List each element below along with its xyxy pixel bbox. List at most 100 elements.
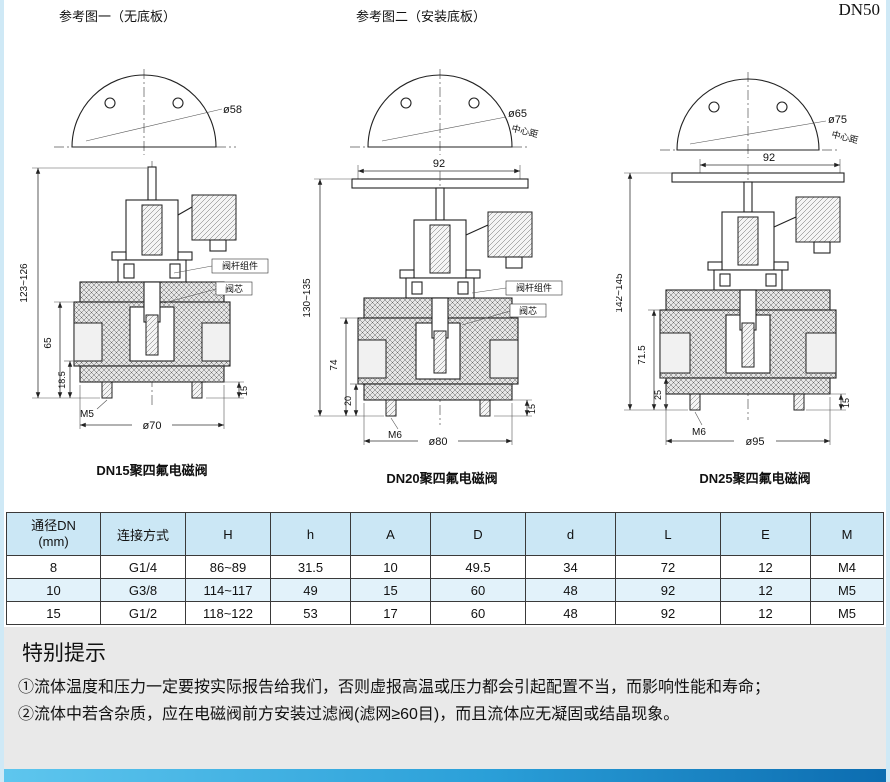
dim-overall-height: 142~145: [616, 273, 625, 313]
ref-figure-2-label: 参考图二（安装底板）: [356, 9, 487, 24]
spec-cell: 48: [525, 578, 616, 602]
notice-item-2: ②流体中若含杂质，应在电磁阀前方安装过滤阀(滤网≥60目)，而且流体应无凝固或结…: [18, 706, 680, 723]
spec-cell: 118~122: [185, 601, 271, 625]
spec-cell: 12: [720, 578, 811, 602]
mounting-stud-left: [385, 399, 397, 417]
dim-overall-height: 130~135: [302, 278, 313, 318]
spec-cell: G1/4: [100, 555, 186, 579]
valve-caption: DN25聚四氟电磁阀: [699, 471, 810, 486]
spec-cell: 12: [720, 555, 811, 579]
mounting-stud-right: [479, 399, 491, 417]
side-port-left: [659, 332, 691, 374]
side-port-left: [357, 339, 387, 379]
flange-top-view: ø65 中心距: [350, 69, 539, 155]
thread-label: M5: [80, 409, 94, 420]
spec-cell: 92: [615, 578, 721, 602]
valve-front-view: [357, 171, 533, 425]
dim-port-height: 18.5: [57, 371, 67, 389]
col-header-connection: 连接方式: [100, 512, 186, 556]
spec-cell: 10: [350, 555, 431, 579]
spec-cell: G1/2: [100, 601, 186, 625]
valve-stem: [147, 166, 157, 201]
col-header-d-lower: d: [525, 512, 616, 556]
valve-core: [145, 314, 159, 356]
connector-box: [487, 211, 533, 258]
col-header-h-lower: h: [270, 512, 351, 556]
mounting-plate: 92: [671, 152, 845, 183]
spec-cell: 60: [430, 601, 526, 625]
spec-cell: 49.5: [430, 555, 526, 579]
col-header-dn: 通径DN (mm): [6, 512, 101, 556]
spec-cell: 8: [6, 555, 101, 579]
spec-cell: 49: [270, 578, 351, 602]
spec-cell: 72: [615, 555, 721, 579]
stem-assembly-label: 阀杆组件: [516, 282, 552, 293]
col-header-d-upper: D: [430, 512, 526, 556]
mounting-stud-right: [793, 393, 805, 411]
dim-port-height: 20: [343, 396, 353, 406]
valve-drawing-dn15: ø58: [19, 69, 269, 478]
col-header-l: L: [615, 512, 721, 556]
connector-box: [795, 196, 841, 243]
mounting-stud-left: [689, 393, 701, 411]
flange-dia-label: ø58: [223, 104, 242, 116]
valve-core: [433, 330, 447, 374]
spec-row-dn10: 10 G3/8 114~117 49 15 60 48 92 12 M5: [6, 578, 884, 602]
notice-title: 特别提示: [22, 642, 106, 665]
bottom-flange: [79, 365, 225, 383]
center-distance-label: 中心距: [831, 128, 860, 145]
dimensions: 142~145 71.5 25 15 M6 ø95: [616, 172, 851, 448]
flange-top-view: ø58: [54, 69, 242, 155]
plate-width-label: 92: [433, 158, 445, 170]
col-header-e: E: [720, 512, 811, 556]
spec-cell: G3/8: [100, 578, 186, 602]
spec-cell: 12: [720, 601, 811, 625]
spec-cell: 15: [6, 601, 101, 625]
drawing-area: 参考图一（无底板） 参考图二（安装底板） DN50 ø58: [4, 0, 886, 512]
base-dia-label: ø80: [429, 436, 448, 448]
valve-drawing-dn25: ø75 中心距 92: [616, 72, 859, 486]
bottom-accent-bar: [4, 769, 886, 782]
valve-front-view: [73, 161, 237, 407]
stem-assembly-label: 阀杆组件: [222, 260, 258, 271]
spec-header-row: 通径DN (mm) 连接方式 H h A D d L E M: [6, 512, 884, 556]
spec-cell: 60: [430, 578, 526, 602]
spec-cell: 17: [350, 601, 431, 625]
spec-cell: 10: [6, 578, 101, 602]
col-header-a: A: [350, 512, 431, 556]
flange-top-view: ø75 中心距: [660, 72, 859, 158]
spec-cell: 34: [525, 555, 616, 579]
flange-dia-label: ø65: [508, 108, 527, 120]
dimensions: 123~126 65 18.5 15 M5 ø70: [19, 167, 249, 432]
side-port-left: [73, 322, 103, 362]
dim-body-height: 71.5: [637, 345, 648, 365]
spec-cell: 92: [615, 601, 721, 625]
mounting-stud-right: [191, 381, 203, 399]
thread-label: M6: [388, 430, 402, 441]
thread-label: M6: [692, 427, 706, 438]
spec-cell: 15: [350, 578, 431, 602]
spec-cell: M5: [810, 578, 884, 602]
ref-figure-1-label: 参考图一（无底板）: [59, 9, 177, 24]
side-port-right: [201, 322, 231, 362]
base-dia-label: ø95: [746, 436, 765, 448]
dim-stud-height: 15: [841, 398, 851, 408]
side-port-right: [489, 339, 519, 379]
col-header-m: M: [810, 512, 884, 556]
spec-cell: 86~89: [185, 555, 271, 579]
base-dia-label: ø70: [143, 420, 162, 432]
dimensions: 130~135 74 20 15 M6 ø80: [302, 178, 537, 448]
page-corner-code: DN50: [838, 0, 880, 19]
flange-dia-label: ø75: [828, 114, 847, 126]
spec-row-dn15: 15 G1/2 118~122 53 17 60 48 92 12 M5: [6, 601, 884, 625]
spec-cell: M4: [810, 555, 884, 579]
col-header-h-upper: H: [185, 512, 271, 556]
bottom-flange: [665, 377, 831, 395]
spec-cell: M5: [810, 601, 884, 625]
valve-core: [741, 322, 755, 368]
valve-caption: DN20聚四氟电磁阀: [386, 471, 497, 486]
valve-front-view: [659, 165, 841, 420]
dim-stud-height: 15: [527, 404, 537, 414]
notice-item-1: ①流体温度和压力一定要按实际报告给我们，否则虚报高温或压力都会引起配置不当，而影…: [18, 679, 771, 696]
